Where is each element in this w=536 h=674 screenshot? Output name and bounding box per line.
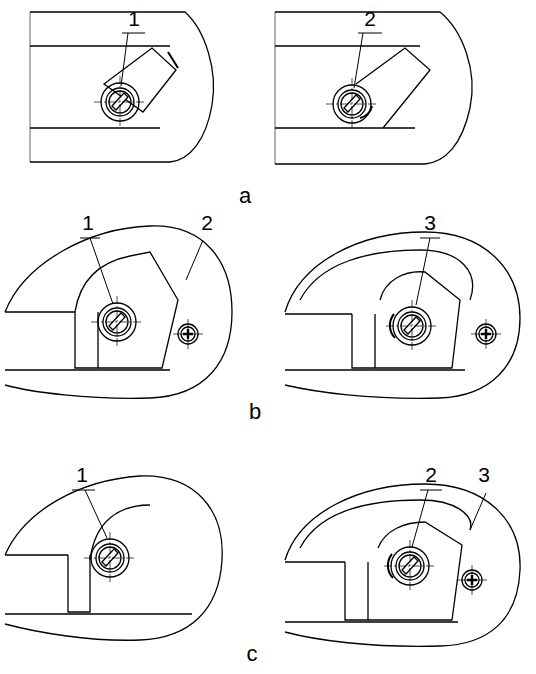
figure-label: c — [247, 643, 258, 665]
callout-number: 1 — [128, 8, 140, 29]
toolholder-c2 — [285, 484, 520, 646]
callout-number: 3 — [424, 212, 436, 233]
callout-number: 3 — [478, 464, 490, 485]
toolholder-b2 — [285, 232, 520, 398]
callout-number: 1 — [76, 464, 88, 485]
toolholder-c1 — [5, 476, 222, 640]
callout-number: 2 — [425, 464, 437, 485]
toolholder-b1 — [5, 226, 232, 398]
callout-number: 2 — [364, 8, 376, 29]
figure-label: a — [239, 185, 251, 207]
toolholder-a1 — [30, 12, 213, 162]
toolholder-a2 — [275, 12, 472, 164]
figure-label: b — [249, 401, 261, 423]
callout-number: 2 — [201, 212, 213, 233]
callout-number: 1 — [82, 212, 94, 233]
